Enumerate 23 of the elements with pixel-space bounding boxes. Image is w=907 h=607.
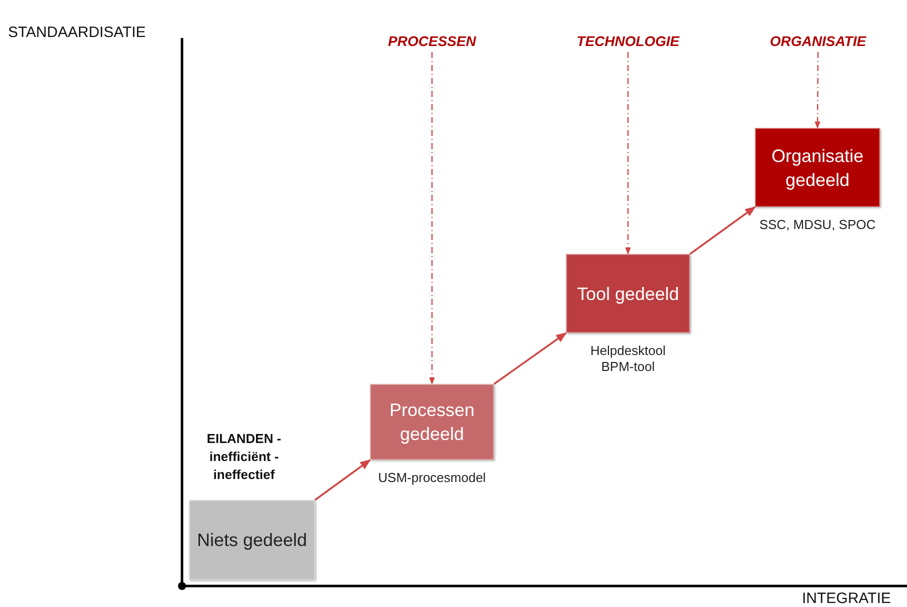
- category-label: TECHNOLOGIE: [563, 32, 693, 50]
- box-caption: USM-procesmodel: [377, 470, 487, 486]
- process-box: [755, 128, 880, 207]
- axis-label: STANDAARDISATIE: [8, 24, 146, 41]
- process-box: [566, 254, 690, 333]
- arrow: [689, 206, 756, 255]
- arrow: [493, 332, 567, 385]
- arrow: [314, 459, 371, 501]
- box-label: Organisatie gedeeld: [770, 144, 865, 192]
- axis-label: INTEGRATIE: [802, 590, 891, 607]
- annotation-text: EILANDEN - inefficiënt - ineffectief: [206, 430, 282, 484]
- box-caption: Helpdesktool BPM-tool: [589, 343, 667, 375]
- dashdot-arrow: [814, 52, 820, 129]
- box-caption: SSC, MDSU, SPOC: [758, 217, 877, 233]
- category-label: ORGANISATIE: [753, 32, 883, 50]
- box-label: Tool gedeeld: [576, 282, 680, 306]
- category-label: PROCESSEN: [372, 32, 492, 50]
- dashdot-arrow: [625, 52, 631, 255]
- box-label: Niets gedeeld: [196, 529, 308, 552]
- process-box: [370, 384, 494, 460]
- box-label: Processen gedeeld: [388, 399, 476, 446]
- dashdot-arrow: [429, 52, 435, 385]
- process-box: [189, 500, 315, 580]
